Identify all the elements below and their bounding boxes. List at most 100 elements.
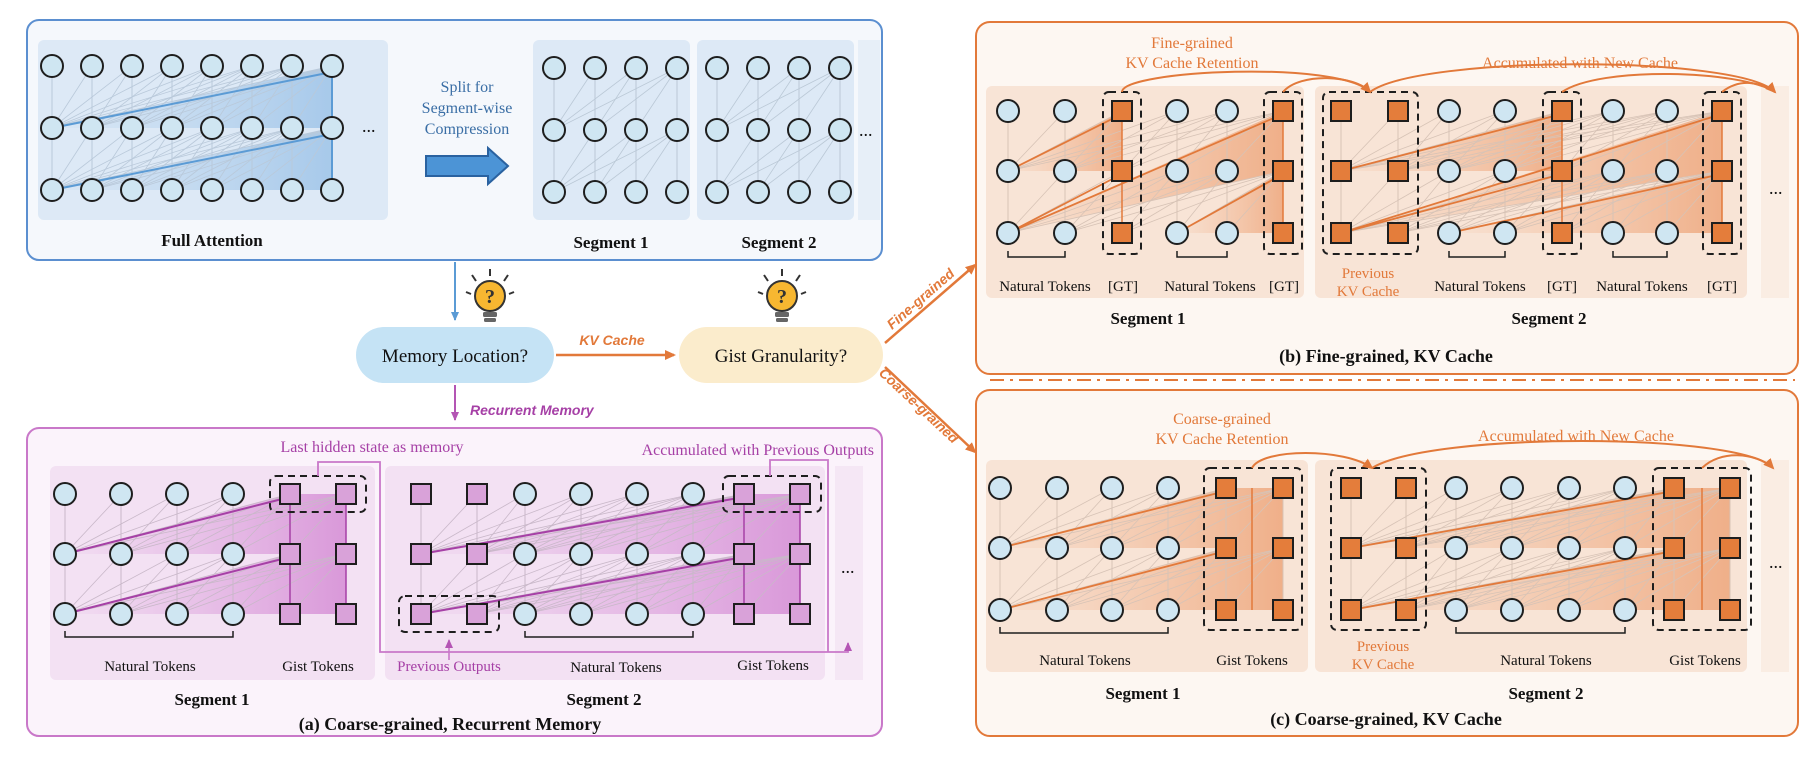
natural-token bbox=[996, 159, 1020, 183]
attention-edge bbox=[171, 127, 213, 191]
natural-token bbox=[569, 542, 593, 566]
attention-edge bbox=[1340, 110, 1450, 172]
attention-edge bbox=[636, 493, 694, 555]
attention-edge bbox=[757, 129, 800, 193]
top-ellipsis-full: ... bbox=[362, 116, 376, 136]
split-label-line2: Segment-wise bbox=[422, 100, 513, 117]
natural-token bbox=[1444, 536, 1468, 560]
gist-token bbox=[1111, 160, 1133, 182]
attention-edge bbox=[594, 129, 637, 193]
attention-edge bbox=[1568, 487, 1675, 549]
gist-token bbox=[1272, 537, 1294, 559]
memory-pass-arrow bbox=[317, 461, 852, 653]
attention-edge bbox=[1056, 547, 1113, 611]
bulb-icon: ? bbox=[757, 269, 807, 322]
gist-token bbox=[1330, 160, 1352, 182]
attention-edge bbox=[1504, 170, 1668, 234]
natural-token bbox=[681, 542, 705, 566]
panel-c-title: (c) Coarse-grained, KV Cache bbox=[1270, 709, 1502, 730]
gist-token bbox=[1111, 100, 1133, 122]
natural-token bbox=[53, 542, 77, 566]
retention-arrow-layer bbox=[317, 63, 1777, 660]
attention-edge bbox=[1455, 487, 1513, 549]
attention-edge bbox=[999, 547, 1058, 611]
attention-edge bbox=[1064, 170, 1178, 234]
b-accumulated-label: Accumulated with New Cache bbox=[1482, 55, 1678, 72]
memory-link bbox=[64, 496, 291, 555]
attention-edge bbox=[1111, 487, 1227, 549]
attention-edge bbox=[476, 553, 638, 615]
gist-token bbox=[1340, 477, 1362, 499]
token-bracket bbox=[1448, 251, 1506, 258]
gist-token bbox=[1551, 160, 1573, 182]
gist-token bbox=[1272, 160, 1294, 182]
natural-token bbox=[746, 118, 770, 142]
natural-token bbox=[746, 56, 770, 80]
natural-token bbox=[200, 54, 224, 78]
natural-token bbox=[1613, 598, 1637, 622]
natural-token bbox=[109, 602, 133, 626]
a-gist-tokens-label-2: Gist Tokens bbox=[737, 658, 809, 674]
natural-token bbox=[320, 178, 344, 202]
natural-token bbox=[1601, 221, 1625, 245]
attention-edge bbox=[1405, 487, 1570, 549]
c-retention-line2: KV Cache Retention bbox=[1155, 431, 1288, 448]
gist-token bbox=[1330, 222, 1352, 244]
attention-edge bbox=[211, 127, 253, 191]
b-previous-line1: Previous bbox=[1342, 266, 1395, 282]
natural-token bbox=[1655, 221, 1679, 245]
natural-token bbox=[625, 542, 649, 566]
natural-token bbox=[624, 180, 648, 204]
natural-token bbox=[513, 542, 537, 566]
attention-edge bbox=[131, 127, 173, 191]
attention-edge bbox=[1007, 170, 1178, 234]
b-previous-line2: KV Cache bbox=[1337, 284, 1400, 300]
attention-edge bbox=[211, 65, 253, 129]
attention-edge bbox=[51, 127, 93, 191]
attention-edge bbox=[636, 493, 745, 555]
b-natural-tokens-3: Natural Tokens bbox=[1434, 279, 1526, 295]
gist-token bbox=[733, 543, 755, 565]
attention-edge bbox=[171, 65, 213, 129]
attention-edge bbox=[1612, 110, 1668, 172]
a-segment2-label: Segment 2 bbox=[566, 690, 641, 709]
attention-edge bbox=[1121, 170, 1228, 234]
attention-edge bbox=[1007, 170, 1066, 234]
cache-link bbox=[1340, 113, 1563, 172]
natural-token bbox=[1045, 536, 1069, 560]
attention-edge bbox=[757, 67, 800, 131]
c-gist-tokens-2: Gist Tokens bbox=[1669, 653, 1741, 669]
gist-token bbox=[279, 543, 301, 565]
natural-token bbox=[1437, 221, 1461, 245]
gist-token bbox=[1719, 477, 1741, 499]
attention-edge bbox=[476, 493, 694, 555]
gist-token bbox=[1711, 100, 1733, 122]
attention-edge bbox=[1448, 170, 1668, 234]
kv-cache-label: KV Cache bbox=[579, 332, 645, 348]
gist-token bbox=[1395, 599, 1417, 621]
natural-token bbox=[53, 482, 77, 506]
natural-token bbox=[665, 118, 689, 142]
natural-token bbox=[1444, 476, 1468, 500]
token-bracket bbox=[1455, 627, 1626, 634]
attention-edge bbox=[999, 487, 1113, 549]
attention-edge bbox=[1561, 110, 1723, 172]
attention-edge bbox=[1568, 547, 1675, 611]
natural-token bbox=[200, 116, 224, 140]
b-gt-3: [GT] bbox=[1547, 279, 1577, 295]
gist-token bbox=[789, 483, 811, 505]
attention-edge bbox=[999, 547, 1113, 611]
attention-edge bbox=[1405, 547, 1513, 611]
natural-token bbox=[40, 116, 64, 140]
token-bracket bbox=[1176, 251, 1228, 258]
natural-token bbox=[240, 116, 264, 140]
gist-granularity-bubble bbox=[679, 327, 883, 383]
attention-edge bbox=[1350, 547, 1457, 611]
natural-token bbox=[665, 56, 689, 80]
attention-edge bbox=[476, 493, 638, 555]
natural-token bbox=[120, 116, 144, 140]
attention-edge bbox=[476, 493, 582, 555]
natural-token bbox=[787, 118, 811, 142]
memory-location-bubble bbox=[356, 327, 554, 383]
